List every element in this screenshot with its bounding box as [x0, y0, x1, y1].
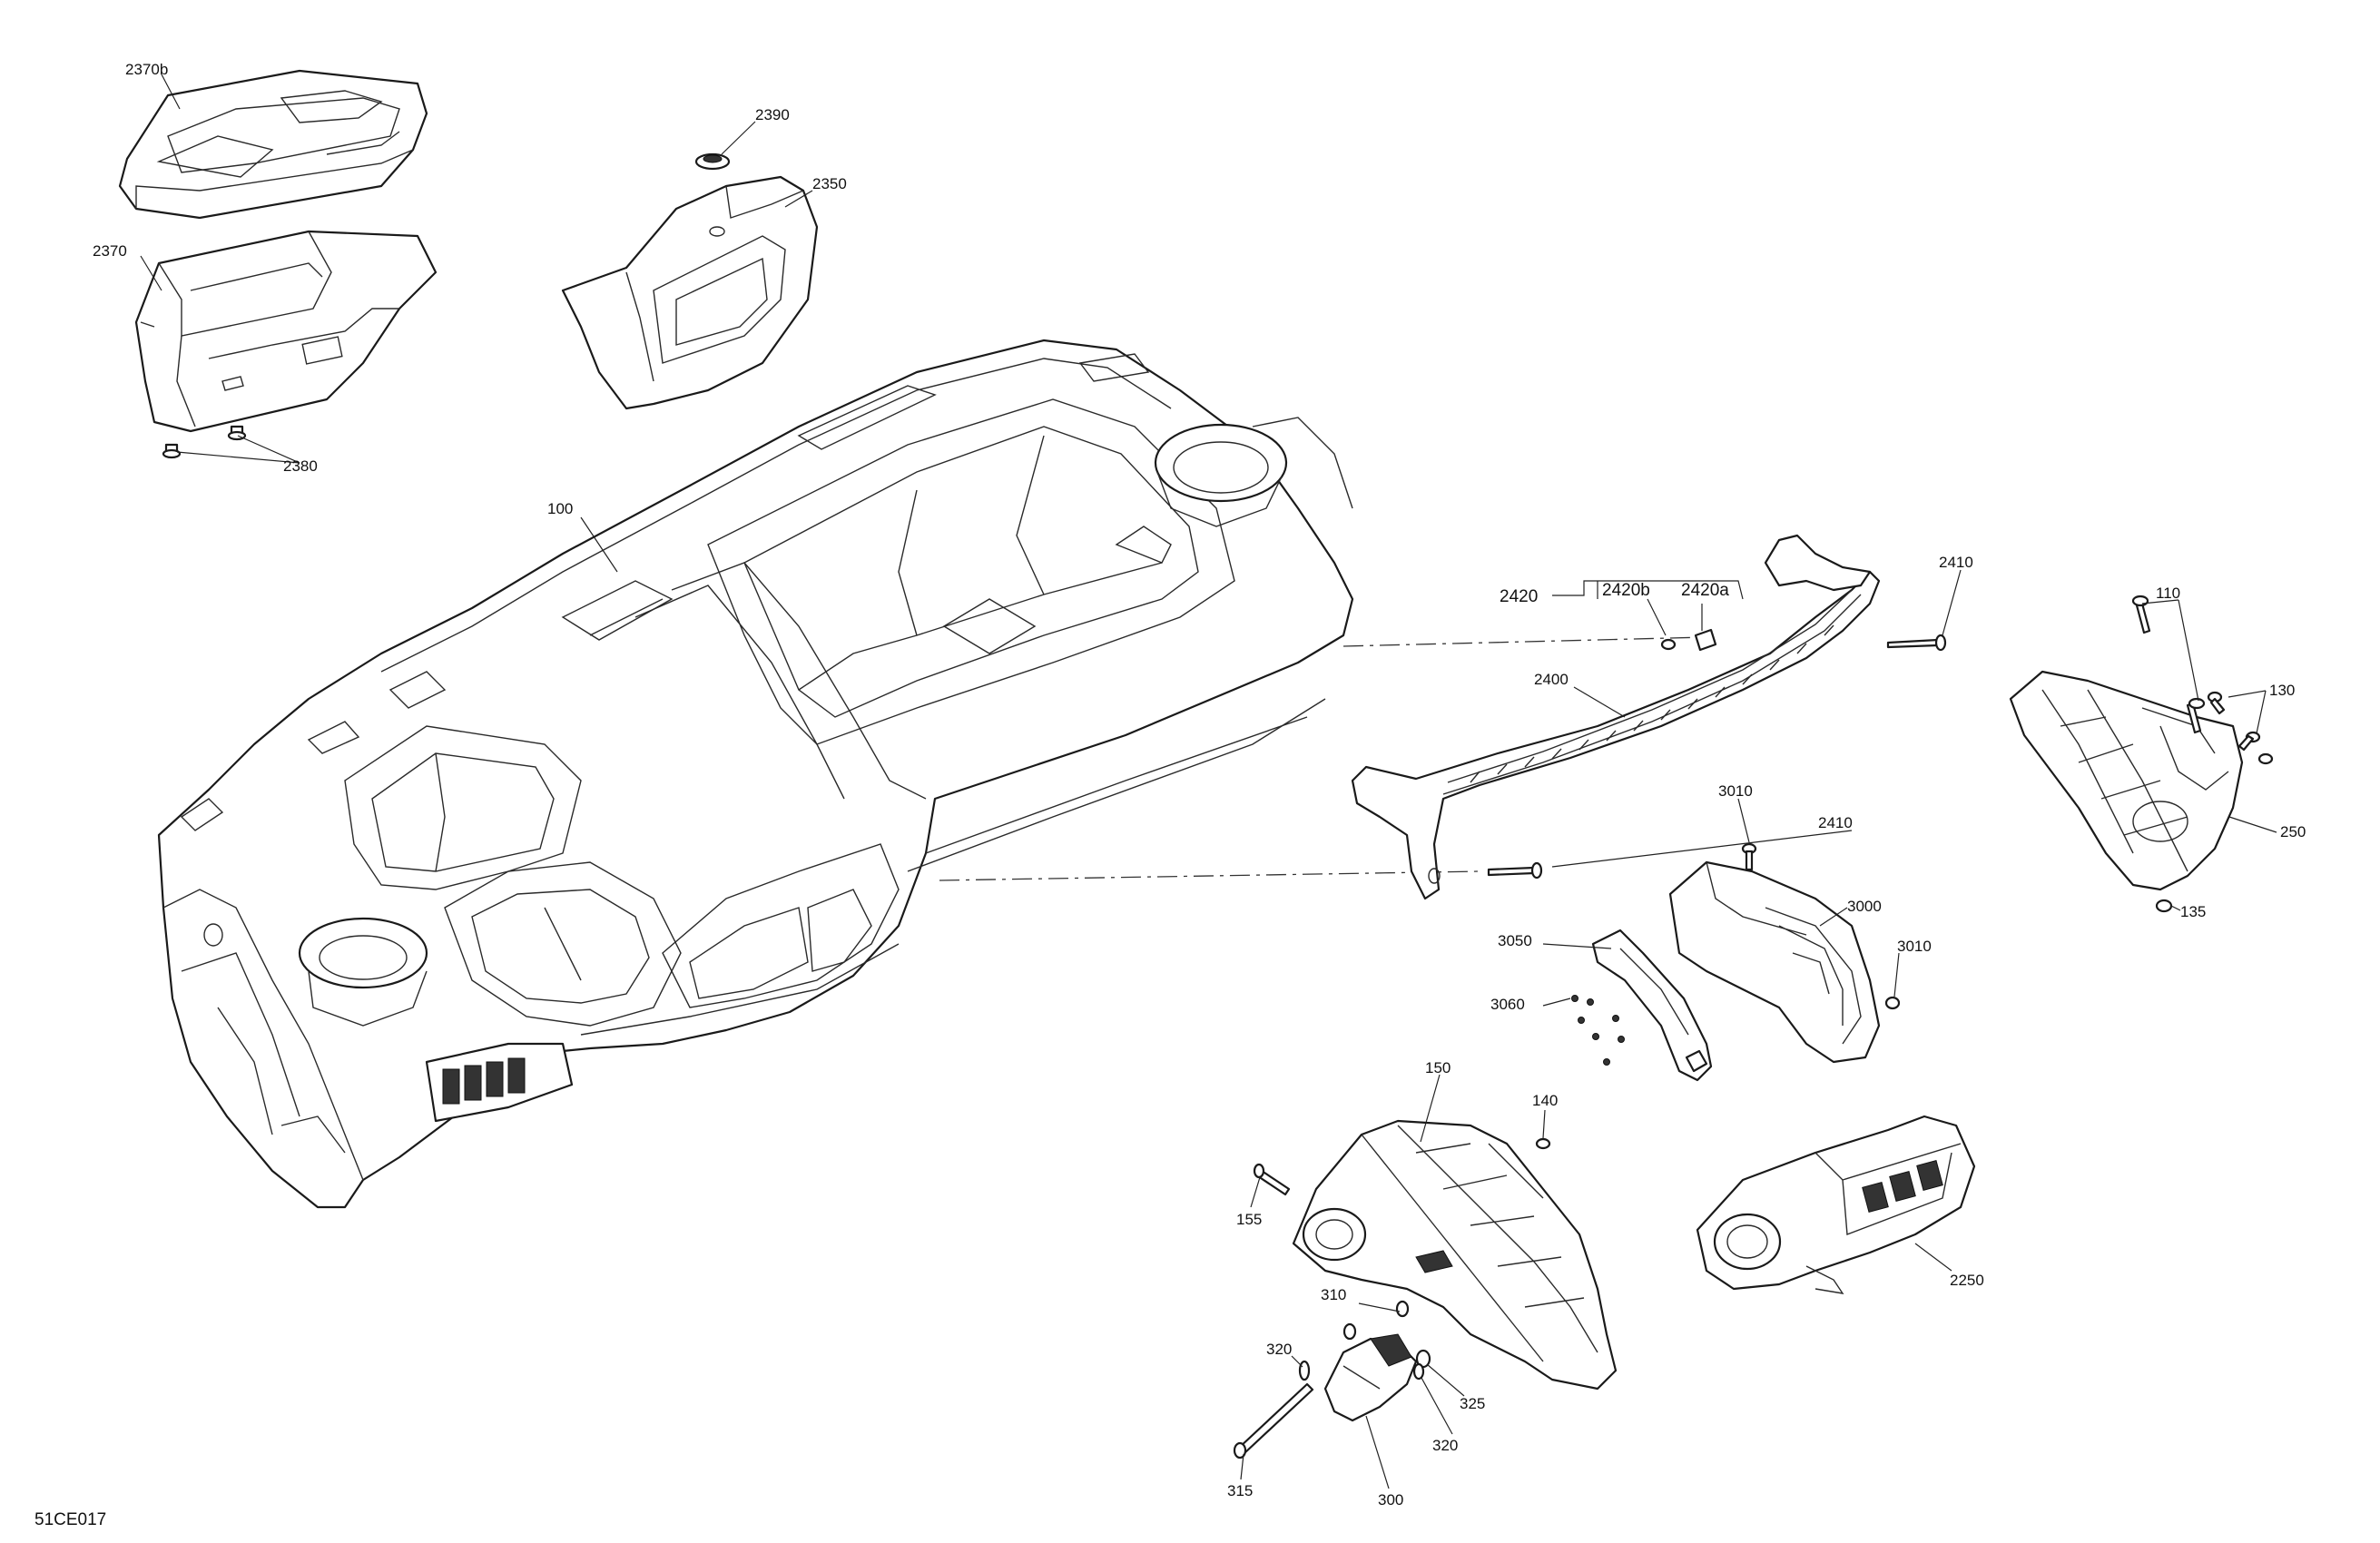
callout-130: 130 [2269, 682, 2295, 699]
fastener-2380 [162, 425, 247, 459]
screw-2410-top [1886, 634, 1947, 652]
callout-3010-right: 3010 [1897, 938, 1932, 955]
clip-2420b [1660, 638, 1677, 651]
screw-110-b [2186, 697, 2206, 734]
callout-150: 150 [1425, 1059, 1451, 1076]
side-panel-150 [1292, 1119, 1618, 1391]
callout-110: 110 [2156, 585, 2180, 602]
washer-320-left [1298, 1360, 1311, 1381]
callout-325: 325 [1460, 1395, 1485, 1412]
washer-320-right [1412, 1362, 1425, 1381]
callout-140: 140 [1532, 1092, 1558, 1109]
screw-110-a [2131, 595, 2151, 634]
callout-135: 135 [2180, 903, 2206, 920]
leader-lines [140, 74, 2277, 1489]
side-panel-250 [2009, 670, 2244, 891]
callout-100: 100 [547, 500, 573, 517]
vent-2390 [694, 152, 731, 171]
callout-250: 250 [2280, 823, 2306, 840]
callout-3010-top: 3010 [1718, 782, 1753, 800]
callout-2350: 2350 [812, 175, 847, 192]
callout-320-right: 320 [1432, 1437, 1458, 1454]
dashboard-main-part [157, 339, 1354, 1209]
callout-3000: 3000 [1847, 898, 1882, 915]
callout-2380: 2380 [283, 457, 318, 475]
gauge-panel-2350 [561, 175, 819, 410]
callout-2390: 2390 [755, 106, 790, 123]
screw-155 [1253, 1163, 1291, 1196]
screw-3010-top [1741, 842, 1757, 871]
callout-315: 315 [1227, 1482, 1253, 1499]
gauge-bezel-2250 [1696, 1115, 1976, 1294]
callout-2410-bottom: 2410 [1818, 814, 1853, 831]
callout-2370: 2370 [93, 242, 127, 260]
storage-lid-part [118, 69, 428, 220]
callout-3050: 3050 [1498, 932, 1532, 949]
screw-3010-right [1884, 996, 1901, 1010]
callout-300: 300 [1378, 1491, 1403, 1509]
screw-130-b [2237, 731, 2261, 752]
callout-2400: 2400 [1534, 671, 1569, 688]
alignment-line-upper [1342, 636, 1707, 647]
clip-2420a [1694, 628, 1717, 652]
callout-2420b: 2420b [1602, 581, 1650, 600]
storage-bin-part [134, 230, 438, 433]
alignment-line-lower [939, 870, 1480, 881]
callout-labels: 2370b 2370 2380 2390 2350 100 2420 2420b… [93, 61, 2306, 1509]
bracket-3000 [1668, 860, 1881, 1064]
nut-135 [2155, 899, 2173, 913]
screw-2410-bottom [1487, 861, 1543, 880]
callout-2370b: 2370b [125, 61, 168, 78]
bolt-315 [1233, 1382, 1314, 1459]
screw-130-a [2207, 691, 2226, 715]
bolt-310 [1342, 1300, 1410, 1341]
callout-2250: 2250 [1950, 1272, 1984, 1289]
bracket-3050 [1591, 929, 1713, 1082]
callout-310: 310 [1321, 1286, 1346, 1303]
screw-130-c [2257, 752, 2274, 765]
callout-2410-top: 2410 [1939, 554, 1973, 571]
callout-320-left: 320 [1266, 1341, 1292, 1358]
callout-155: 155 [1236, 1211, 1262, 1228]
screw-140 [1535, 1137, 1551, 1150]
grab-bar-2400 [1351, 534, 1881, 900]
diagram-code-label: 51CE017 [34, 1510, 106, 1529]
nuts-3060 [1571, 995, 1625, 1066]
callout-2420a: 2420a [1681, 581, 1729, 600]
bracket-300 [1323, 1333, 1418, 1422]
callout-3060: 3060 [1490, 996, 1525, 1013]
callout-2420: 2420 [1500, 587, 1538, 606]
